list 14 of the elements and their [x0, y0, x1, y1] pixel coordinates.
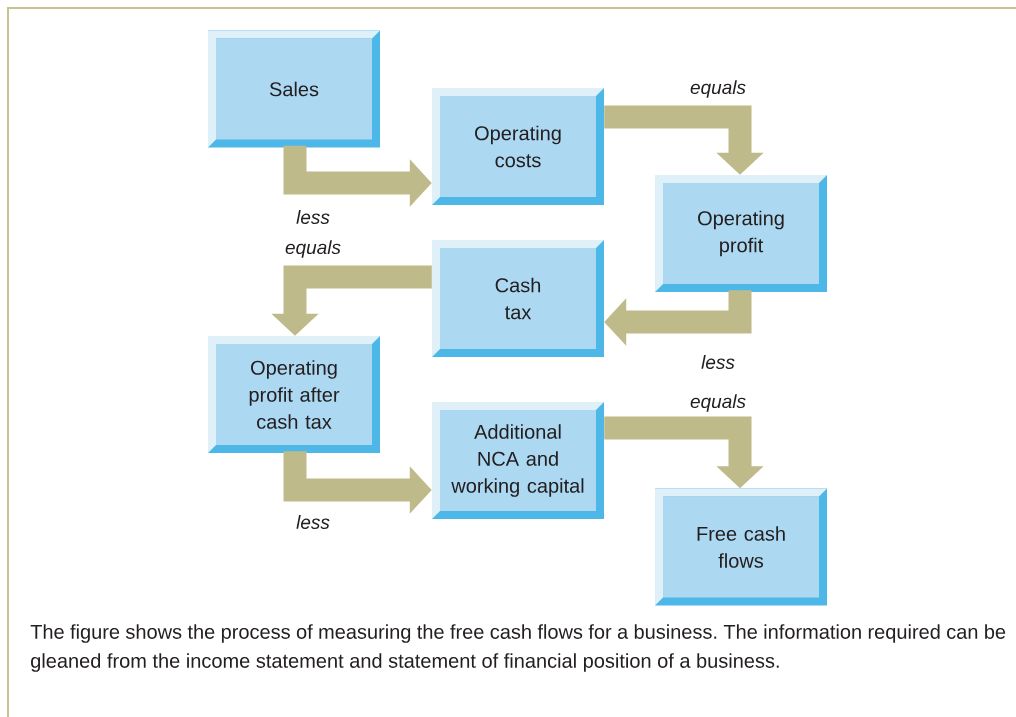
- edge-label: equals: [690, 80, 746, 98]
- edge-label: less: [701, 355, 735, 369]
- edge-label: less: [296, 210, 330, 224]
- process-box: Additional NCA and working capital: [432, 402, 604, 519]
- edge-label: equals: [690, 394, 746, 412]
- process-box: Cash tax: [432, 240, 604, 357]
- process-box: Operating profit: [655, 175, 827, 292]
- edge-label: equals: [285, 240, 341, 258]
- edge-label: less: [296, 515, 330, 529]
- process-box: Sales: [208, 30, 380, 148]
- process-box: Free cash flows: [655, 488, 827, 606]
- process-box: Operating profit after cash tax: [208, 336, 380, 453]
- process-box: Operating costs: [432, 88, 604, 205]
- caption: The figure shows the process of measuring the free cash flows for a business. The information required can be gleaned from the income statement and statement of financial position of a business.: [30, 624, 1006, 672]
